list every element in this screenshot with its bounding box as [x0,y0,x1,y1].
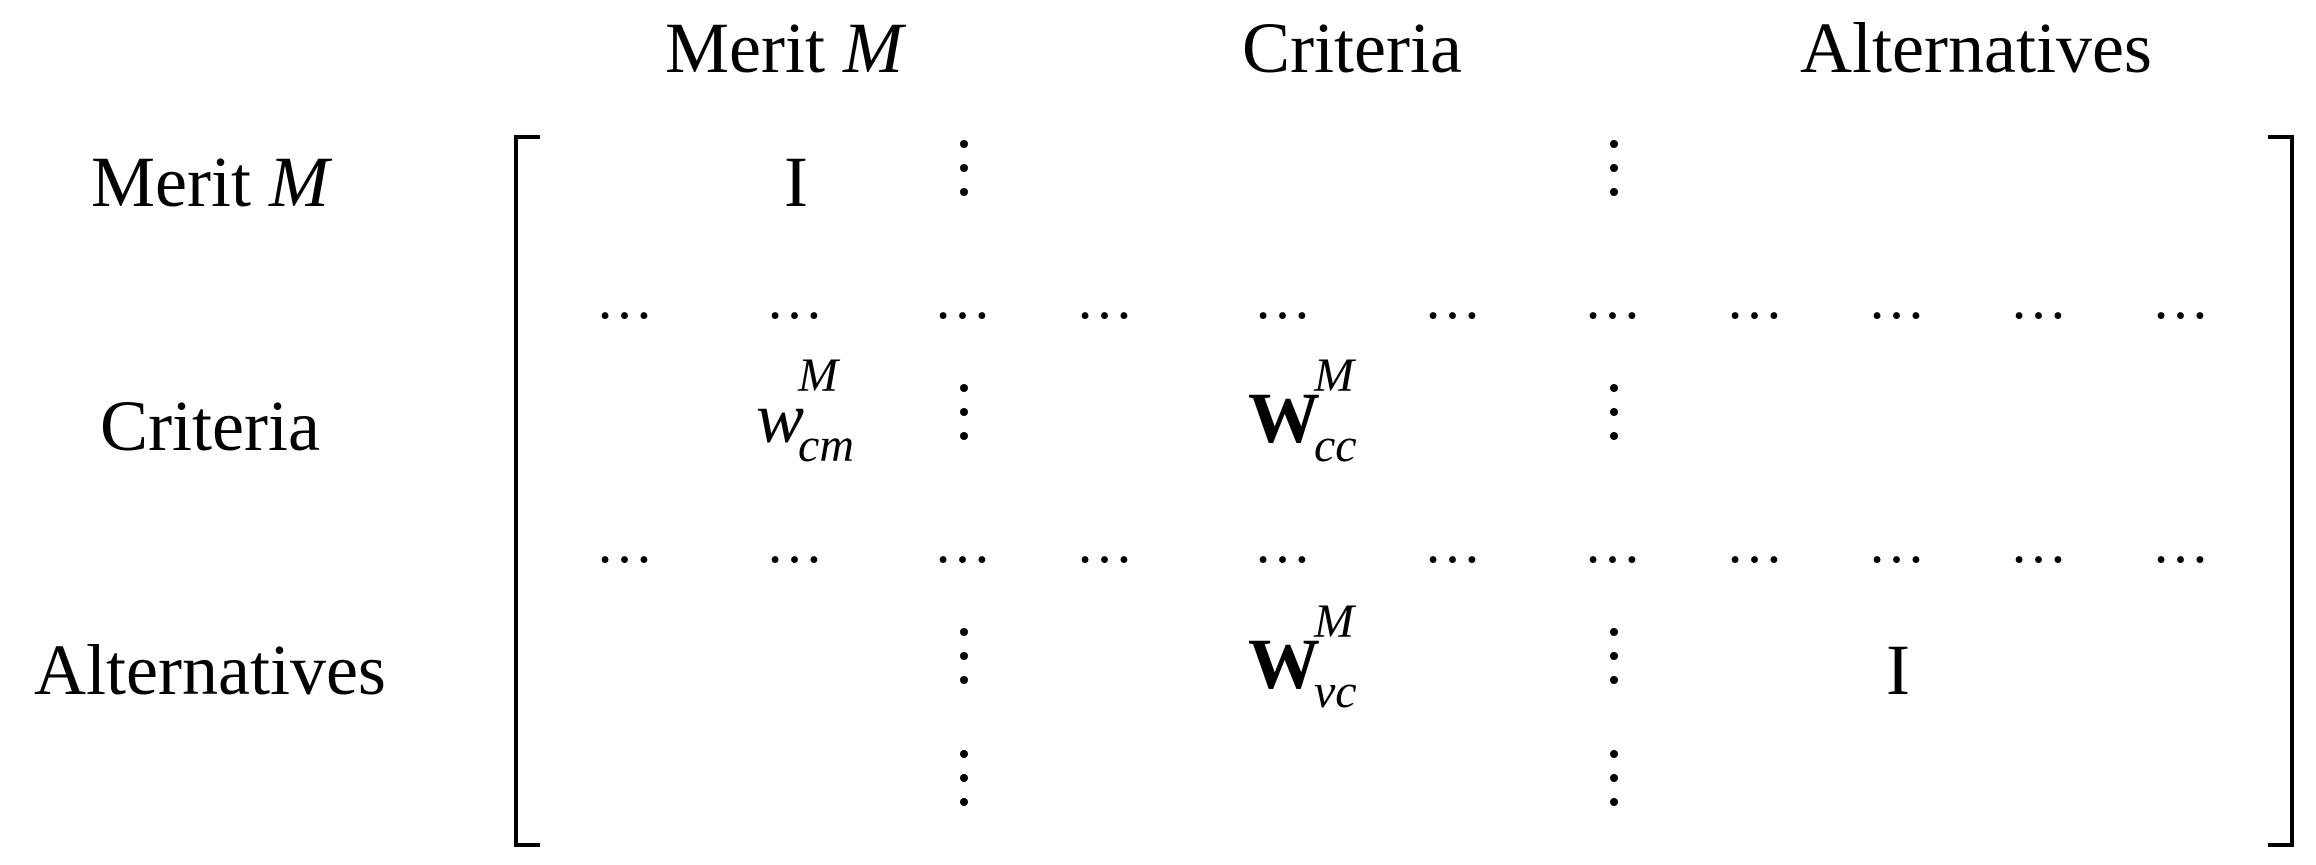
ellipsis-dots: … [595,266,657,331]
w-cm-superscript: M [798,349,838,402]
row-header-merit-text: Merit [91,142,269,222]
ellipsis-dots: … [1423,266,1485,331]
row-header-alternatives: Alternatives [34,630,386,710]
ellipsis-dots: … [2009,510,2071,575]
ellipsis-dots: … [2009,266,2071,331]
vertical-separator-right-row1 [1610,140,1618,212]
w-cm-subscript: cm [798,419,854,472]
vertical-separator-left-row3 [960,384,968,456]
W-cc-superscript: M [1314,349,1354,402]
matrix-right-bracket [2268,135,2294,847]
ellipsis-dots: … [1423,510,1485,575]
vertical-separator-right-row3 [1610,384,1618,456]
vertical-separator-left-row1 [960,140,968,212]
ellipsis-dots: … [595,510,657,575]
W-vc-base: W [1248,624,1320,704]
column-header-criteria: Criteria [1242,8,1462,88]
w-cm-base: w [755,378,805,458]
vertical-separator-left-row6 [960,750,968,822]
matrix-left-bracket [514,135,540,847]
ellipsis-dots: … [1075,266,1137,331]
identity-merit-cell: I [784,142,808,222]
ellipsis-dots: … [1725,266,1787,331]
column-header-alternatives: Alternatives [1800,8,2152,88]
W-vc-superscript: M [1314,595,1354,648]
W-cc-base: W [1248,378,1320,458]
ellipsis-dots: … [1253,510,1315,575]
W-cc-subscript: cc [1314,419,1357,472]
column-header-merit-var: M [842,8,903,88]
ellipsis-dots: … [1583,510,1645,575]
vertical-separator-left-row5 [960,628,968,700]
ellipsis-dots: … [765,510,827,575]
ellipsis-dots: … [765,266,827,331]
row-header-merit-var: M [268,142,329,222]
vertical-separator-right-row6 [1610,750,1618,822]
W-vc-subscript: vc [1314,665,1357,718]
identity-alternatives-cell: I [1886,630,1910,710]
vertical-separator-right-row5 [1610,628,1618,700]
column-header-merit-text: Merit [665,8,843,88]
ellipsis-dots: … [2151,510,2213,575]
ellipsis-dots: … [1867,510,1929,575]
column-header-merit: Merit M [665,12,903,84]
row-header-merit: Merit M [91,146,329,218]
ellipsis-dots: … [1075,510,1137,575]
ellipsis-dots: … [1583,266,1645,331]
ellipsis-dots: … [1253,266,1315,331]
ellipsis-dots: … [1725,510,1787,575]
ellipsis-dots: … [2151,266,2213,331]
ellipsis-dots: … [933,266,995,331]
ellipsis-dots: … [1867,266,1929,331]
ellipsis-dots: … [933,510,995,575]
row-header-criteria: Criteria [100,386,320,466]
